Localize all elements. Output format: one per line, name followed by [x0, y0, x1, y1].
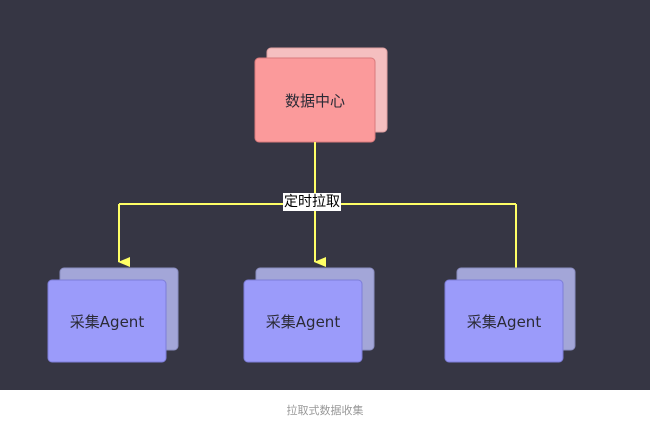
diagram-canvas: 数据中心 定时拉取 采集Agent 采集Agent 采集Agent [0, 0, 650, 390]
agent-node-2[interactable] [243, 279, 363, 363]
agent-node-3[interactable] [444, 279, 564, 363]
figure-caption: 拉取式数据收集 [286, 404, 364, 417]
center-node[interactable] [254, 57, 376, 143]
diagram-svg [47, 47, 576, 363]
agent-node-1[interactable] [47, 279, 167, 363]
edge-label: 定时拉取 [283, 193, 341, 211]
